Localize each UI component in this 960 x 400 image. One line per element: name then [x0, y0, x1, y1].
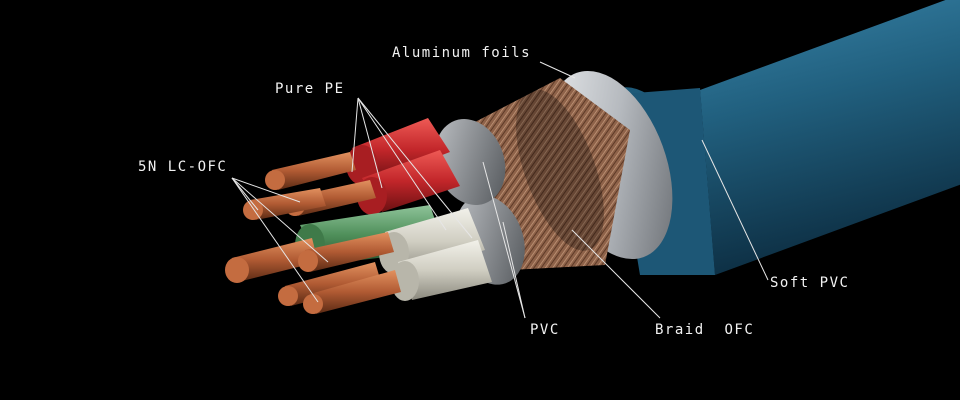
- leader-braid-ofc: [571, 229, 661, 319]
- leader-ofc-1: [231, 177, 301, 203]
- leader-aluminum-foils: [539, 61, 576, 79]
- label-pure-pe: Pure PE: [275, 81, 345, 97]
- leader-pvc-2: [502, 221, 526, 319]
- copper-conductors: [225, 152, 401, 314]
- leader-ofc-3: [231, 177, 329, 263]
- leader-pure-pe-4: [357, 97, 473, 239]
- label-braid-ofc: Braid OFC: [655, 322, 755, 338]
- leader-soft-pvc: [701, 139, 769, 281]
- leader-pure-pe-2: [357, 97, 383, 189]
- leader-ofc-4: [231, 177, 319, 303]
- label-aluminum-foils: Aluminum foils: [392, 45, 532, 61]
- label-soft-pvc: Soft PVC: [770, 275, 850, 291]
- leader-pure-pe-3: [357, 97, 447, 231]
- leader-pvc-1: [482, 161, 526, 319]
- leader-pure-pe-1: [351, 97, 359, 173]
- label-pvc: PVC: [530, 322, 560, 338]
- leader-ofc-2: [231, 177, 259, 211]
- label-5n-lc-ofc: 5N LC-OFC: [138, 159, 228, 175]
- leader-lines: [231, 61, 769, 319]
